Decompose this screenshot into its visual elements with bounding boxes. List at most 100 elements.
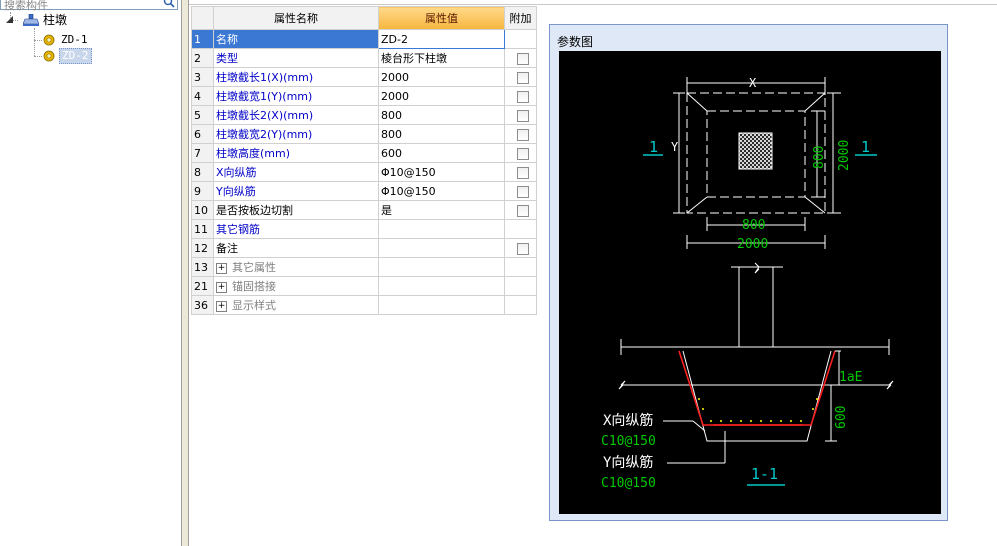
table-row[interactable]: 8 X向纵筋 Φ10@150 — [191, 162, 537, 182]
property-value[interactable] — [378, 238, 505, 258]
table-row[interactable]: 7 柱墩高度(mm) 600 — [191, 143, 537, 163]
table-row[interactable]: 5 柱墩截长2(X)(mm) 800 — [191, 105, 537, 125]
search-input[interactable]: 搜索构件 — [0, 0, 178, 12]
header-property-name[interactable]: 属性名称 — [213, 6, 379, 30]
expand-plus-icon[interactable]: + — [216, 300, 227, 312]
tree-root-label: 柱墩 — [43, 13, 68, 27]
extra-cell — [504, 67, 537, 87]
extra-checkbox[interactable] — [517, 128, 529, 141]
extra-checkbox[interactable] — [517, 204, 529, 217]
collapse-triangle-icon[interactable] — [6, 16, 14, 24]
property-name[interactable]: X向纵筋 — [213, 162, 379, 182]
row-number[interactable]: 9 — [191, 181, 214, 201]
panel-title: 参数图 — [557, 35, 594, 49]
row-number[interactable]: 3 — [191, 67, 214, 87]
property-group[interactable]: + 锚固搭接 — [213, 276, 379, 296]
table-row[interactable]: 12 备注 — [191, 238, 537, 258]
property-name[interactable]: 柱墩截宽2(Y)(mm) — [213, 124, 379, 144]
property-value[interactable]: 800 — [378, 105, 505, 125]
y-rebar-label: Y向纵筋 — [603, 454, 653, 471]
gear-icon — [43, 34, 55, 46]
property-value[interactable]: Φ10@150 — [378, 162, 505, 182]
table-row[interactable]: 1 名称 ZD-2 — [191, 29, 537, 49]
property-value[interactable]: Φ10@150 — [378, 181, 505, 201]
table-row[interactable]: 13 +其它属性 — [191, 257, 537, 277]
row-number[interactable]: 1 — [191, 29, 214, 49]
table-row[interactable]: 2 类型 棱台形下柱墩 — [191, 48, 537, 68]
extra-cell — [504, 295, 537, 315]
property-value[interactable]: ZD-2 — [378, 29, 505, 49]
pier-outline — [682, 350, 832, 442]
table-row[interactable]: 4 柱墩截宽1(Y)(mm) 2000 — [191, 86, 537, 106]
row-number[interactable]: 2 — [191, 48, 214, 68]
property-name[interactable]: 其它钢筋 — [213, 219, 379, 239]
table-row[interactable]: 21 + 锚固搭接 — [191, 276, 537, 296]
row-number[interactable]: 12 — [191, 238, 214, 258]
expand-plus-icon[interactable]: + — [216, 281, 227, 293]
row-number[interactable]: 36 — [191, 295, 214, 315]
group-label: 锚固搭接 — [232, 280, 276, 293]
row-number[interactable]: 21 — [191, 276, 214, 296]
x-rebar-label: X向纵筋 — [603, 412, 653, 429]
extra-checkbox[interactable] — [517, 71, 529, 84]
table-row[interactable]: 10 是否按板边切割 是 — [191, 200, 537, 220]
extra-cell — [504, 29, 537, 49]
property-value[interactable]: 800 — [378, 124, 505, 144]
extra-checkbox[interactable] — [517, 109, 529, 122]
extra-cell — [504, 238, 537, 258]
property-value[interactable] — [378, 295, 505, 315]
extra-cell — [504, 219, 537, 239]
property-name[interactable]: 类型 — [213, 48, 379, 68]
property-name[interactable]: 是否按板边切割 — [213, 200, 379, 220]
header-corner — [191, 6, 214, 30]
extra-checkbox[interactable] — [517, 147, 529, 160]
property-name[interactable]: 柱墩截长2(X)(mm) — [213, 105, 379, 125]
rebar-dots — [698, 398, 818, 422]
extra-cell — [504, 124, 537, 144]
extra-checkbox[interactable] — [517, 242, 529, 255]
property-group[interactable]: +其它属性 — [213, 257, 379, 277]
property-name[interactable]: 柱墩截长1(X)(mm) — [213, 67, 379, 87]
header-extra[interactable]: 附加 — [504, 6, 537, 30]
table-row[interactable]: 3 柱墩截长1(X)(mm) 2000 — [191, 67, 537, 87]
table-row[interactable]: 11 其它钢筋 — [191, 219, 537, 239]
extra-checkbox[interactable] — [517, 185, 529, 198]
row-number[interactable]: 6 — [191, 124, 214, 144]
property-value[interactable]: 棱台形下柱墩 — [378, 48, 505, 68]
property-group[interactable]: +显示样式 — [213, 295, 379, 315]
property-value[interactable] — [378, 257, 505, 277]
rebar-line — [678, 350, 836, 426]
extra-checkbox[interactable] — [517, 166, 529, 179]
section-view: 1aE 600 X向纵筋 C10@150 Y向纵筋 C10@150 1-1 — [601, 262, 894, 491]
pane-splitter[interactable] — [181, 0, 189, 546]
row-number[interactable]: 5 — [191, 105, 214, 125]
property-value[interactable]: 是 — [378, 200, 505, 220]
row-number[interactable]: 8 — [191, 162, 214, 182]
table-row[interactable]: 6 柱墩截宽2(Y)(mm) 800 — [191, 124, 537, 144]
row-number[interactable]: 4 — [191, 86, 214, 106]
property-name[interactable]: 柱墩截宽1(Y)(mm) — [213, 86, 379, 106]
extra-checkbox[interactable] — [517, 90, 529, 103]
property-value[interactable]: 600 — [378, 143, 505, 163]
property-name[interactable]: 柱墩高度(mm) — [213, 143, 379, 163]
property-value[interactable] — [378, 219, 505, 239]
row-number[interactable]: 7 — [191, 143, 214, 163]
property-name[interactable]: 名称 — [213, 29, 379, 49]
table-row[interactable]: 9 Y向纵筋 Φ10@150 — [191, 181, 537, 201]
property-value[interactable]: 2000 — [378, 86, 505, 106]
expand-plus-icon[interactable]: + — [216, 262, 227, 274]
property-name[interactable]: 备注 — [213, 238, 379, 258]
row-number[interactable]: 13 — [191, 257, 214, 277]
property-value[interactable]: 2000 — [378, 67, 505, 87]
property-name[interactable]: Y向纵筋 — [213, 181, 379, 201]
header-property-value[interactable]: 属性值 — [378, 6, 505, 30]
extra-cell — [504, 143, 537, 163]
row-number[interactable]: 11 — [191, 219, 214, 239]
row-number[interactable]: 10 — [191, 200, 214, 220]
tree-item-label: ZD-1 — [61, 33, 88, 46]
search-icon[interactable] — [163, 0, 175, 8]
property-value[interactable] — [378, 276, 505, 296]
table-row[interactable]: 36 +显示样式 — [191, 295, 537, 315]
column-pier-icon — [23, 14, 39, 26]
extra-checkbox[interactable] — [517, 52, 529, 65]
